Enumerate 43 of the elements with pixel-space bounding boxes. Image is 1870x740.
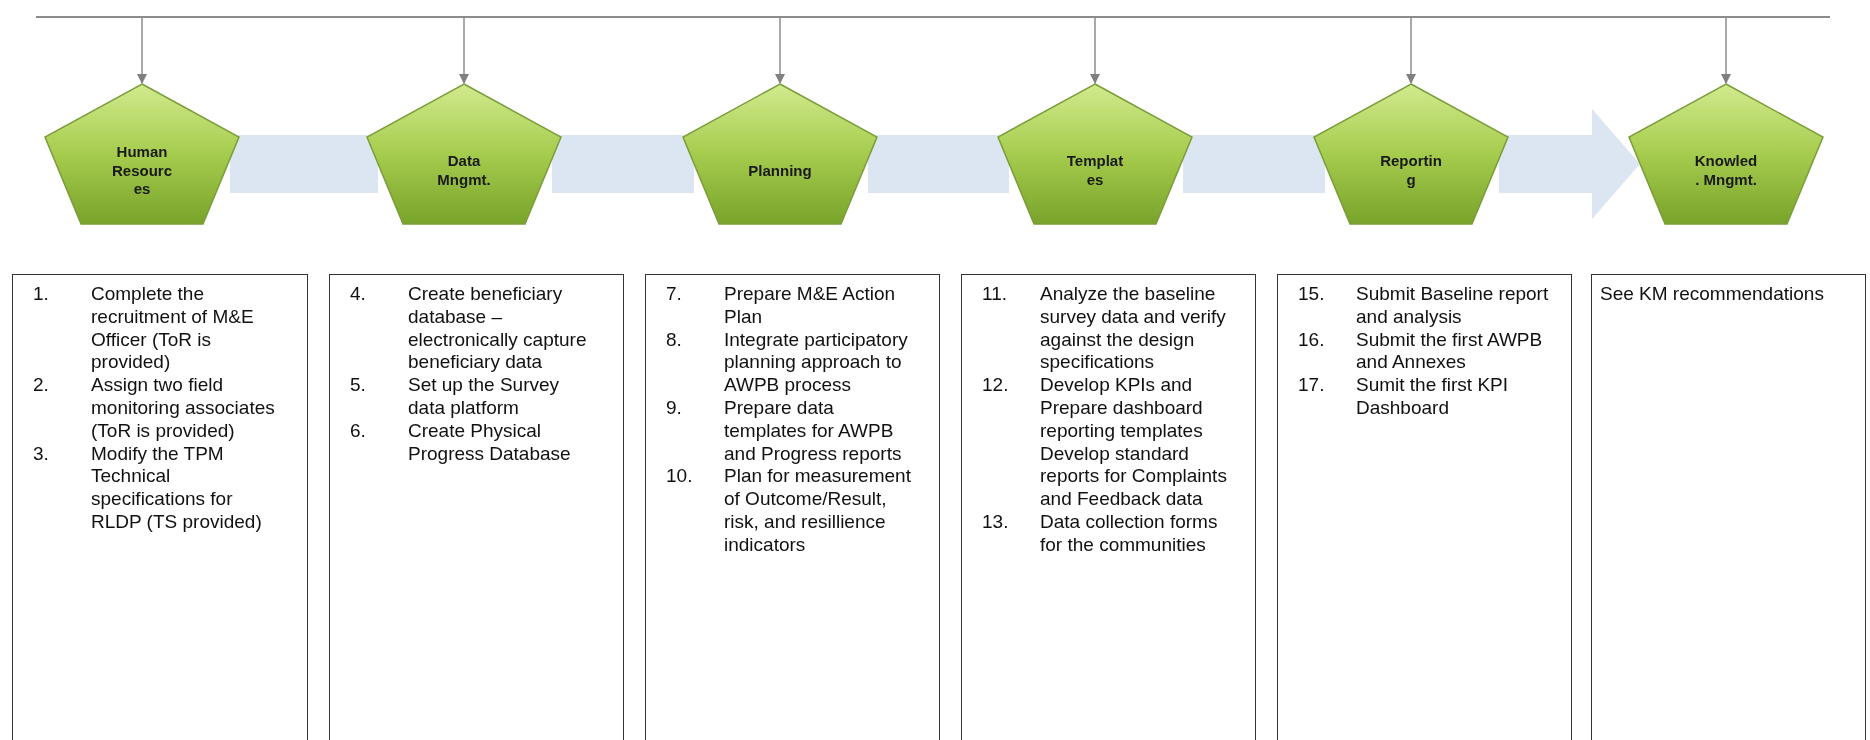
pentagon-node: [1628, 83, 1824, 225]
task-item: 3. Modify the TPM Technical specifications for RLDP (TS provided): [33, 442, 263, 534]
task-item: 11. Analyze the baseline survey data and verify against the design specifications: [982, 283, 1227, 375]
stage-label: Planning: [748, 161, 812, 181]
task-item: 13. Data collection forms for the communities: [982, 510, 1219, 557]
task-list-card: [12, 274, 308, 740]
stage-label: Knowled . Mngmt.: [1693, 152, 1759, 190]
pentagon-node: [997, 83, 1193, 225]
stage-label: Human Resourc es: [111, 142, 173, 200]
pentagon-node: [44, 83, 240, 225]
stage-label: Templat es: [1065, 152, 1125, 190]
arrow: [1405, 17, 1417, 85]
task-item: 8. Integrate participatory planning approach to AWPB process: [666, 328, 909, 397]
pentagon-node: [682, 83, 878, 225]
stage-label: Reportin g: [1379, 152, 1443, 190]
task-item: 1. Complete the recruitment of M&E Officer (ToR is provided): [33, 283, 255, 375]
task-list-card: [329, 274, 624, 740]
task-item: 9. Prepare data templates for AWPB and Progress reports: [666, 397, 903, 466]
task-item: 6. Create Physical Progress Database: [350, 419, 572, 466]
arrow: [458, 17, 470, 85]
task-item: 12. Develop KPIs and Prepare dashboard reporting templates Develop standard reports for Complaints and Feedback data: [982, 374, 1228, 511]
pentagon-node: [1313, 83, 1509, 225]
flow-arrow: [1499, 109, 1640, 219]
task-item: 4. Create beneficiary database – electronically capture beneficiary data: [350, 283, 588, 375]
task-list-card: [1277, 274, 1572, 740]
task-list-card: [1591, 274, 1866, 740]
task-item: 7. Prepare M&E Action Plan: [666, 283, 897, 329]
arrow: [1720, 17, 1732, 85]
task-item: 2. Assign two field monitoring associates (ToR is provided): [33, 374, 276, 443]
task-item: 15. Submit Baseline report and analysis: [1298, 283, 1549, 329]
task-list-card: [645, 274, 940, 740]
arrow: [1089, 17, 1101, 85]
task-list-card: [961, 274, 1256, 740]
arrow: [136, 17, 148, 85]
task-item: 10. Plan for measurement of Outcome/Result, risk, and resillience indicators: [666, 465, 912, 557]
task-item: 16. Submit the first AWPB and Annexes: [1298, 328, 1544, 375]
arrow: [774, 17, 786, 85]
stage-label: Data Mngmt.: [436, 152, 492, 190]
task-item: 5. Set up the Survey data platform: [350, 374, 561, 420]
task-item: 17. Sumit the first KPI Dashboard: [1298, 374, 1510, 420]
timeline-line: [36, 16, 1830, 18]
task-text: See KM recommendations: [1600, 283, 1825, 306]
pentagon-node: [366, 83, 562, 225]
